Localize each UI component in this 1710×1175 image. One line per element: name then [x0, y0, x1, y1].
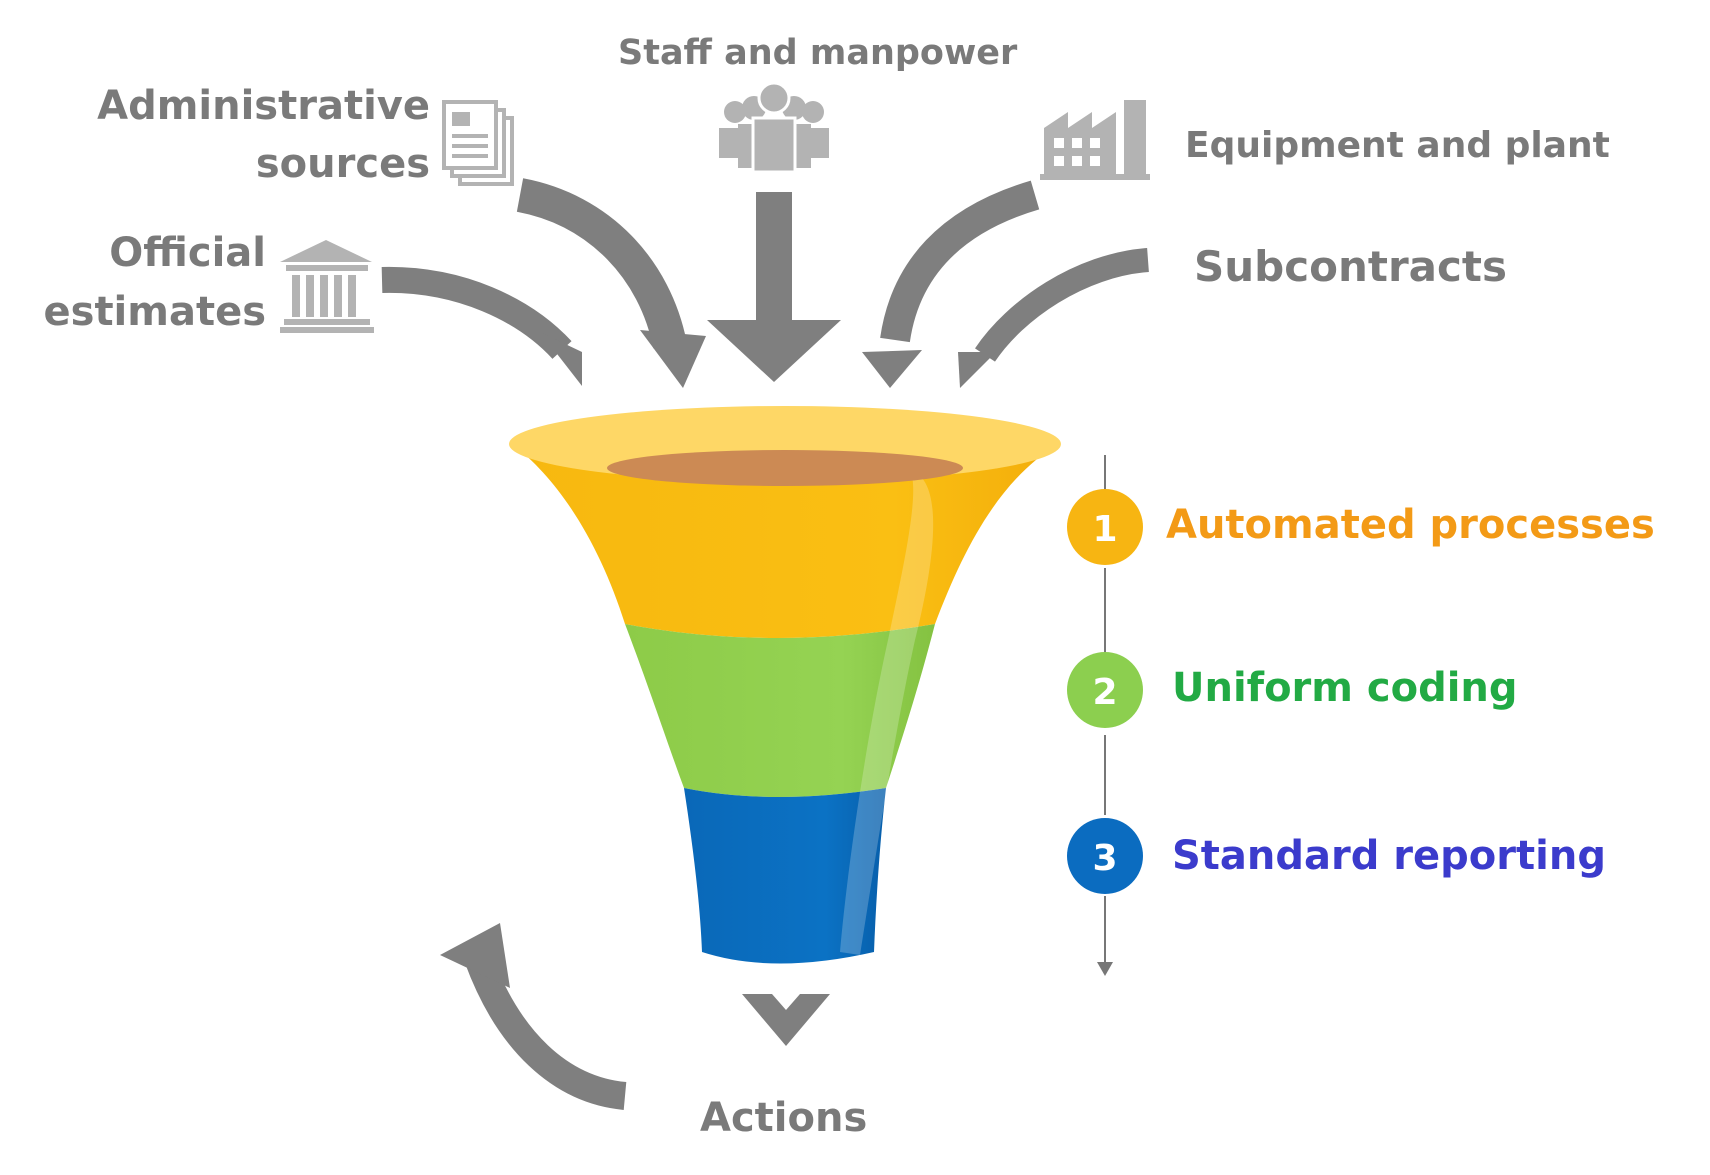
stage-number-3: 3 [1092, 838, 1117, 879]
bank-building-icon [280, 240, 374, 333]
stage-badges: 1 2 3 [1067, 489, 1143, 894]
funnel-section-2 [625, 624, 935, 797]
arrow-subcontracts [958, 248, 1150, 388]
arrow-staff [707, 192, 841, 382]
return-arrow [440, 923, 627, 1110]
funnel-section-3 [684, 788, 886, 964]
label-actions: Actions [700, 1095, 868, 1141]
stage-circle-2 [1067, 652, 1143, 728]
stage-circle-3 [1067, 818, 1143, 894]
stage-timeline [1097, 455, 1113, 976]
label-admin-line2: sources [255, 141, 430, 187]
label-admin-line1: Administrative [97, 83, 430, 129]
stage-number-2: 2 [1092, 672, 1117, 713]
funnel [509, 406, 1061, 964]
stage-label-1: Automated processes [1166, 502, 1655, 548]
arrow-equipment [862, 180, 1040, 388]
arrow-admin [516, 178, 706, 388]
stage-number-1: 1 [1092, 509, 1117, 550]
label-equipment: Equipment and plant [1185, 125, 1610, 166]
input-arrows [381, 178, 1150, 388]
funnel-opening [607, 450, 963, 486]
funnel-section-1 [512, 444, 1058, 638]
funnel-highlight [840, 470, 934, 955]
output-chevron [742, 994, 830, 1046]
label-official-line1: Official [109, 230, 266, 276]
timeline-arrowhead [1097, 962, 1113, 976]
stage-label-3: Standard reporting [1172, 833, 1606, 879]
label-subcontracts: Subcontracts [1194, 242, 1507, 291]
stage-circle-1 [1067, 489, 1143, 565]
factory-icon [1040, 100, 1150, 180]
arrow-official [381, 266, 582, 386]
documents-icon [442, 100, 514, 186]
label-staff: Staff and manpower [618, 33, 1018, 73]
label-official-line2: estimates [43, 289, 267, 335]
people-group-icon [719, 81, 829, 174]
stage-label-2: Uniform coding [1172, 665, 1518, 711]
